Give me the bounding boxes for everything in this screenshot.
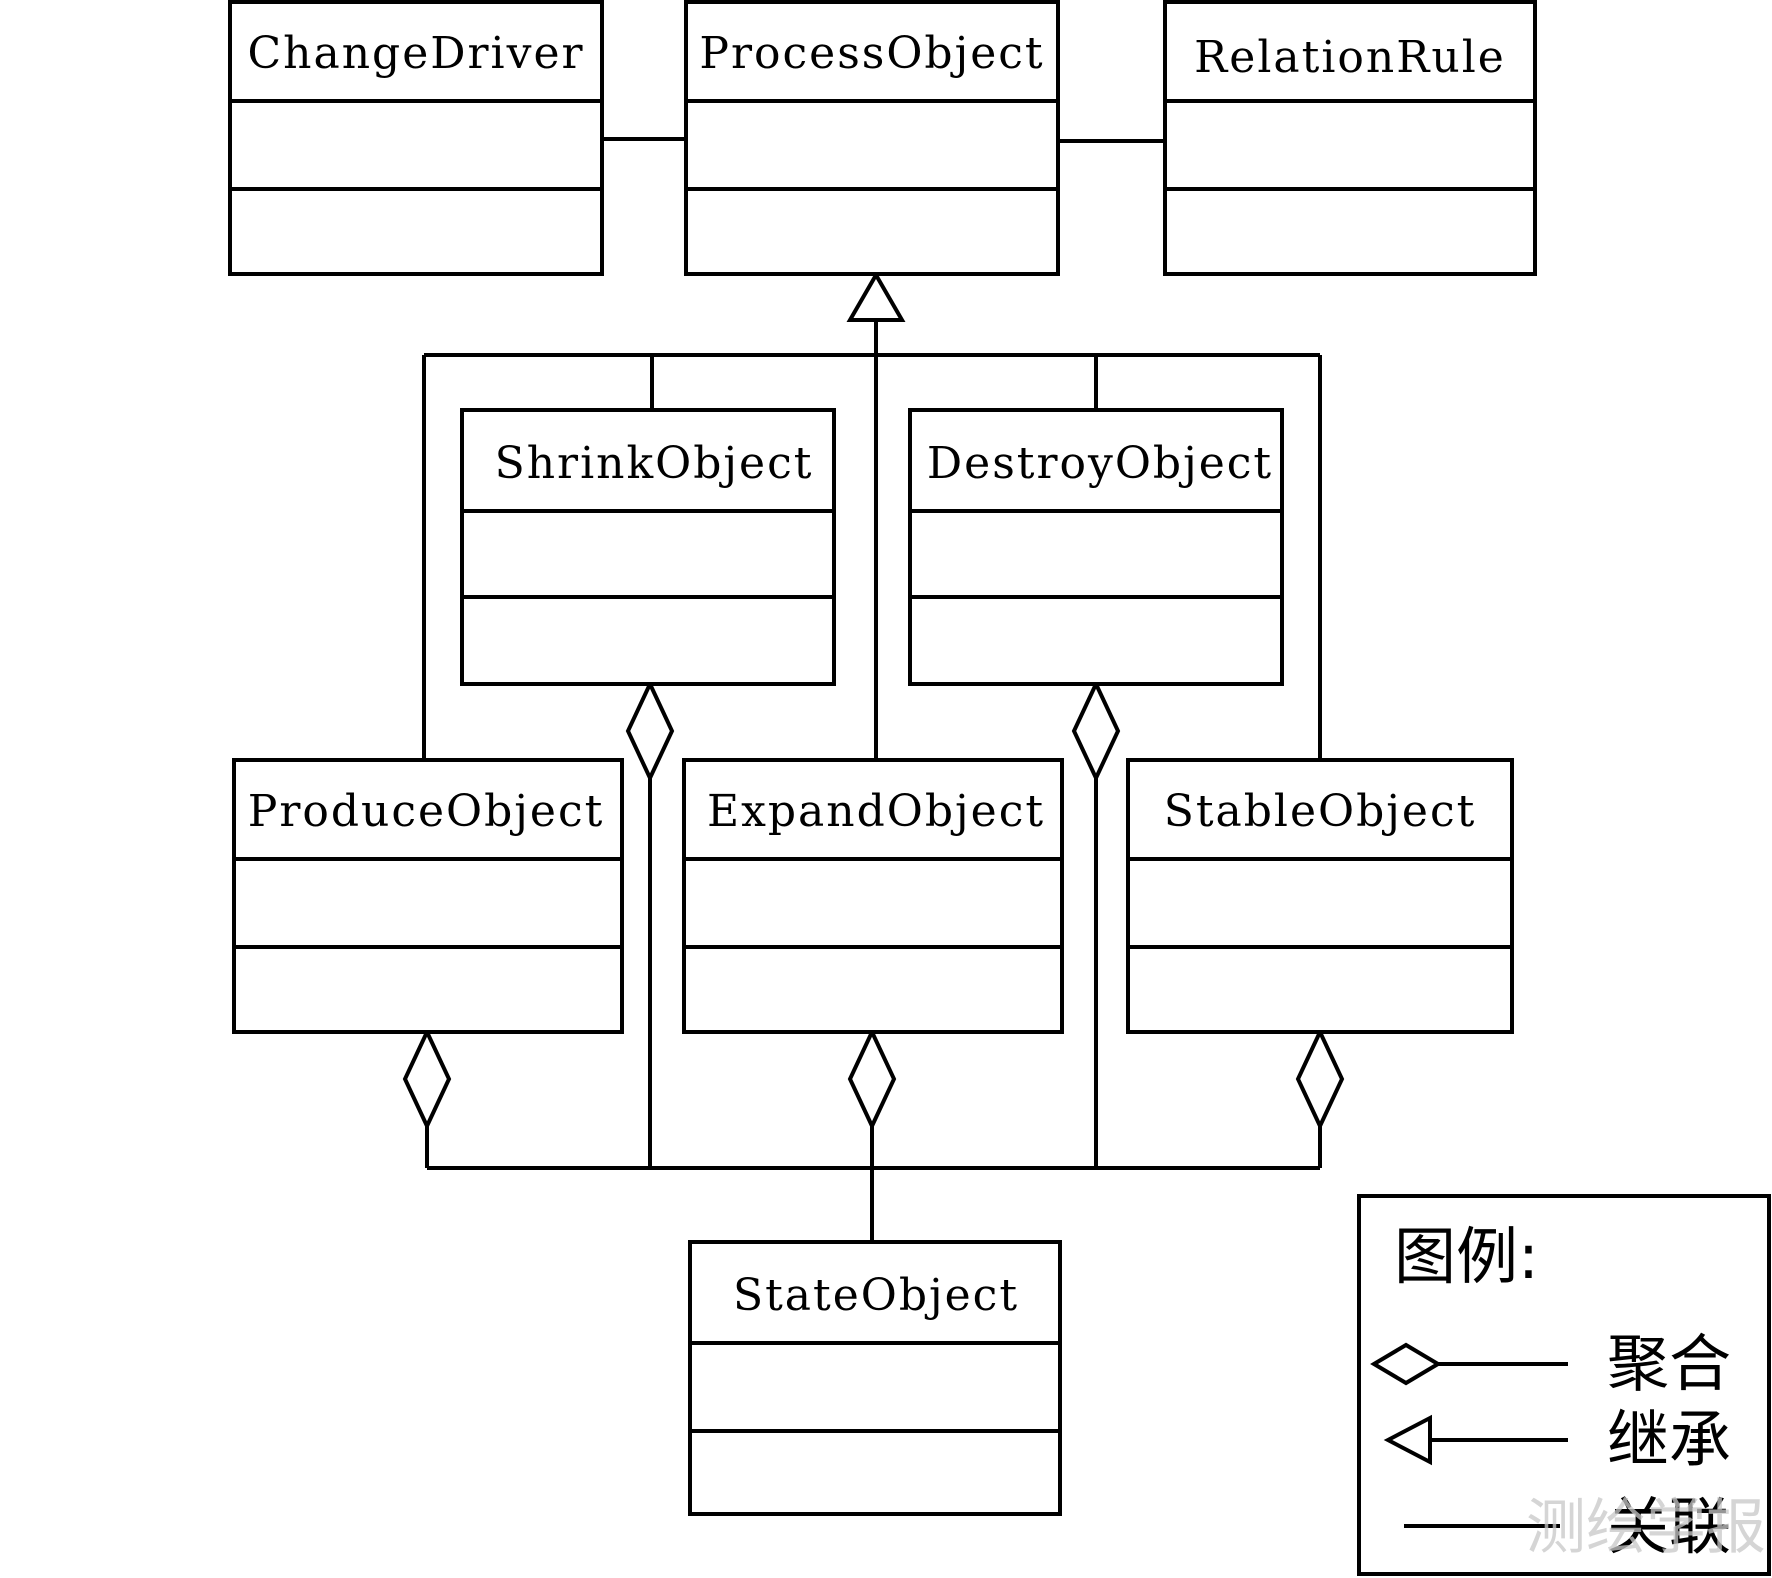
inheritance-triangle-icon <box>846 271 906 322</box>
legend: 图例: 聚合 继承 关联 <box>1357 1194 1771 1576</box>
class-name: RelationRule <box>1194 32 1506 83</box>
class-name: StateObject <box>733 1270 1019 1321</box>
class-name: ExpandObject <box>707 786 1045 837</box>
watermark: 测绘学报 <box>1526 1493 1766 1563</box>
class-destroyobject: DestroyObject <box>908 408 1284 686</box>
legend-title: 图例: <box>1394 1220 1539 1293</box>
class-name: ShrinkObject <box>495 438 814 489</box>
class-relationrule: RelationRule <box>1163 0 1537 276</box>
legend-aggregation-label: 聚合 <box>1607 1327 1731 1400</box>
aggregation-diamond-icon <box>625 679 675 783</box>
class-changedriver: ChangeDriver <box>228 0 604 276</box>
class-processobject: ProcessObject <box>684 0 1060 276</box>
class-name: StableObject <box>1164 786 1477 837</box>
aggregation-diamond-icon <box>402 1027 452 1131</box>
aggregation-diamond-icon <box>847 1027 897 1131</box>
aggregation-diamond-icon <box>1295 1027 1345 1131</box>
class-name: DestroyObject <box>927 438 1273 489</box>
aggregation-diamond-icon <box>1071 679 1121 783</box>
class-shrinkobject: ShrinkObject <box>460 408 836 686</box>
aggregation-connectors <box>425 778 1322 1242</box>
class-name: ProduceObject <box>248 786 605 837</box>
legend-association-label: 关联 <box>1607 1490 1731 1563</box>
class-stateobject: StateObject <box>688 1240 1062 1516</box>
legend-inheritance-label: 继承 <box>1607 1403 1731 1476</box>
class-produceobject: ProduceObject <box>232 758 624 1034</box>
class-name: ProcessObject <box>699 28 1044 79</box>
inheritance-connectors <box>422 320 1322 760</box>
class-stableobject: StableObject <box>1126 758 1514 1034</box>
class-name: ChangeDriver <box>247 28 584 79</box>
class-expandobject: ExpandObject <box>682 758 1064 1034</box>
